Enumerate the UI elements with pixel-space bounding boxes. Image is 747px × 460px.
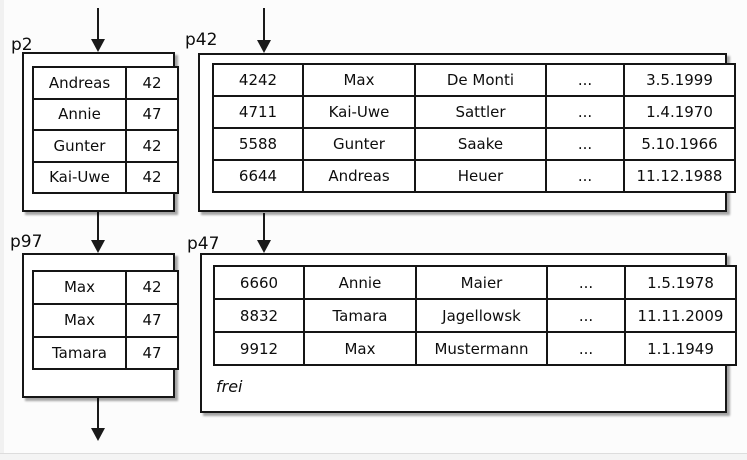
table-cell: 42	[125, 270, 179, 305]
table-cell: Andreas	[32, 66, 127, 100]
table-cell: 1.1.1949	[624, 331, 737, 366]
page-label-p42: p42	[185, 30, 218, 50]
down-arrow-icon-into-p2	[91, 8, 105, 52]
table-cell: Max	[32, 270, 127, 305]
table-cell: Sattler	[414, 95, 547, 129]
down-arrow-icon-p2-to-p97	[91, 212, 105, 253]
table-cell: Max	[302, 63, 416, 97]
table-cell: Saake	[414, 127, 547, 161]
table-cell: 42	[125, 160, 179, 194]
table-cell: 4242	[212, 63, 304, 97]
table-cell: ...	[545, 95, 625, 129]
table-cell: 9912	[213, 331, 305, 366]
table-cell: 47	[125, 335, 179, 371]
table-cell: 4711	[212, 95, 304, 129]
table-cell: Andreas	[302, 159, 416, 193]
table-cell: 5.10.1966	[623, 127, 736, 161]
arrow-shaft	[97, 398, 99, 430]
table-cell: Kai-Uwe	[32, 160, 127, 194]
table-cell: ...	[546, 331, 626, 366]
table-cell: ...	[545, 159, 625, 193]
table-cell: Maier	[415, 265, 548, 300]
table-cell: Jagellowsk	[415, 298, 548, 333]
table-cell: Heuer	[414, 159, 547, 193]
table-cell: 42	[125, 129, 179, 163]
table-cell: 11.12.1988	[623, 159, 736, 193]
arrow-head	[91, 39, 105, 52]
table-cell: 47	[125, 97, 179, 131]
down-arrow-icon-into-p42	[257, 8, 271, 53]
table-cell: Tamara	[303, 298, 417, 333]
free-space-label: frei	[216, 377, 243, 396]
table-cell: ...	[546, 265, 626, 300]
arrow-head	[91, 240, 105, 253]
table-cell: Tamara	[32, 335, 127, 371]
table-cell: Gunter	[302, 127, 416, 161]
table-cell: 11.11.2009	[624, 298, 737, 333]
arrow-shaft	[97, 212, 99, 242]
table-cell: Annie	[303, 265, 417, 300]
table-cell: Annie	[32, 97, 127, 131]
table-cell: ...	[545, 63, 625, 97]
page-label-p97: p97	[10, 232, 43, 252]
table-cell: Kai-Uwe	[302, 95, 416, 129]
slide-left-edge	[0, 0, 4, 460]
arrow-head	[91, 428, 105, 441]
table-cell: De Monti	[414, 63, 547, 97]
table-cell: 47	[125, 302, 179, 338]
arrow-head	[257, 240, 271, 253]
table-cell: Max	[303, 331, 417, 366]
table-cell: Max	[32, 302, 127, 338]
down-arrow-icon-p42-to-p47	[257, 213, 271, 253]
arrow-shaft	[263, 8, 265, 42]
table-cell: 1.4.1970	[623, 95, 736, 129]
page-label-p47: p47	[187, 234, 220, 254]
table-cell: 5588	[212, 127, 304, 161]
table-cell: 6660	[213, 265, 305, 300]
table-cell: 6644	[212, 159, 304, 193]
arrow-shaft	[97, 8, 99, 41]
table-cell: Gunter	[32, 129, 127, 163]
page-label-p2: p2	[11, 35, 33, 55]
table-cell: 1.5.1978	[624, 265, 737, 300]
arrow-head	[257, 40, 271, 53]
slide-bottom-edge	[0, 453, 747, 460]
table-cell: Mustermann	[415, 331, 548, 366]
table-cell: 42	[125, 66, 179, 100]
table-cell: ...	[545, 127, 625, 161]
table-cell: 3.5.1999	[623, 63, 736, 97]
arrow-shaft	[263, 213, 265, 242]
down-arrow-icon-out-of-p97	[91, 398, 105, 441]
table-cell: 8832	[213, 298, 305, 333]
table-cell: ...	[546, 298, 626, 333]
